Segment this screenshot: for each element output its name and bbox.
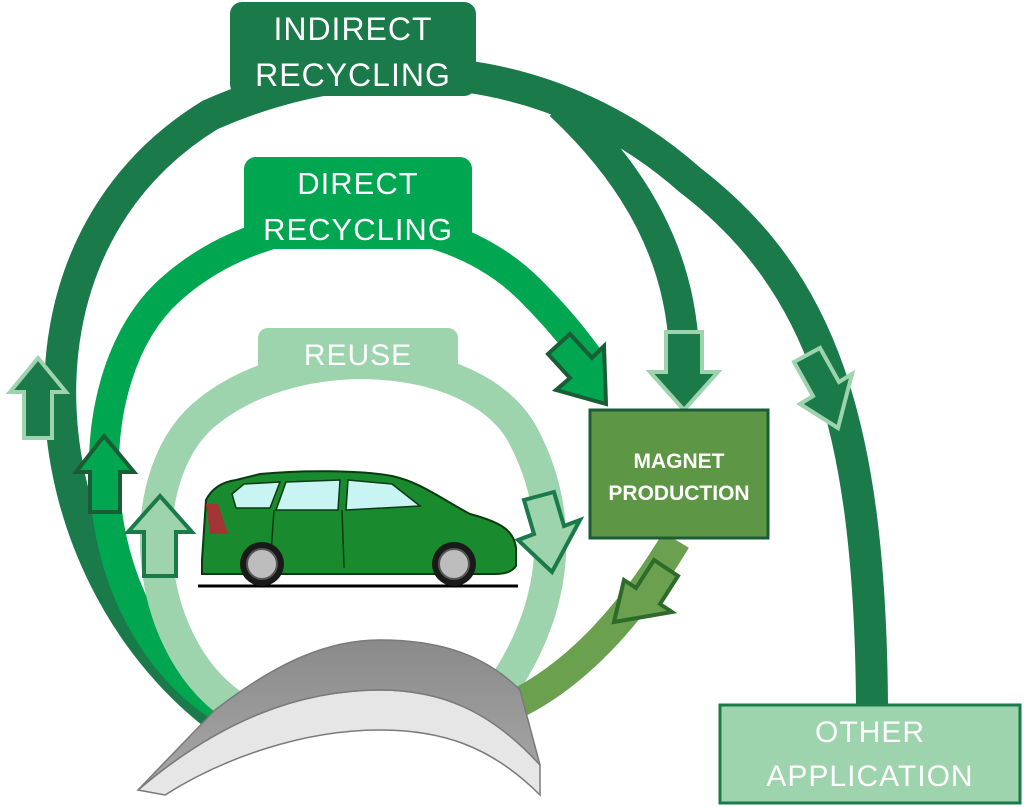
magnet-production-box: MAGNET PRODUCTION: [588, 408, 770, 540]
car-icon: [198, 470, 518, 588]
other-label-line2: APPLICATION: [766, 760, 973, 793]
direct-label-line1: DIRECT: [297, 166, 418, 201]
car-door-line-2: [341, 509, 345, 569]
other-label-line1: OTHER: [815, 716, 925, 749]
reuse-up-arrow: [123, 492, 197, 578]
magnet-return-flow: [492, 532, 689, 726]
car-window-middle: [274, 479, 341, 511]
magnet-mound-top: [137, 639, 541, 791]
car-window-rear: [231, 481, 282, 509]
car-wheel-rear-hub: [246, 548, 278, 580]
indirect-down-arrow-other: [791, 345, 856, 432]
direct-label-line2: RECYCLING: [263, 212, 453, 247]
direct-up-arrow: [71, 432, 139, 514]
car-wheel-front-hub: [438, 548, 470, 580]
direct-recycling-label: DIRECT RECYCLING: [244, 157, 472, 249]
indirect-down-arrow-magnet: [645, 330, 723, 413]
magnet-block-icon: [136, 639, 541, 797]
indirect-label-line1: INDIRECT: [273, 11, 432, 47]
magnet-label-line2: PRODUCTION: [608, 482, 749, 505]
direct-down-arrow-magnet: [545, 331, 609, 407]
indirect-label-line2: RECYCLING: [255, 57, 451, 93]
indirect-up-arrow: [5, 354, 71, 440]
reuse-label: REUSE: [258, 328, 458, 378]
reuse-down-arrow: [514, 489, 585, 576]
magnet-return-arrow: [611, 557, 681, 625]
direct-recycling-flow: [71, 207, 609, 723]
indirect-recycling-label: INDIRECT RECYCLING: [230, 2, 476, 96]
car-window-front: [345, 479, 423, 511]
magnet-label-line1: MAGNET: [634, 450, 725, 473]
reuse-label-text: REUSE: [304, 339, 412, 372]
car-taillight: [206, 504, 228, 534]
indirect-branch-to-magnet: [549, 94, 699, 351]
other-application-box: OTHER APPLICATION: [718, 703, 1022, 805]
direct-arc: [89, 207, 602, 723]
